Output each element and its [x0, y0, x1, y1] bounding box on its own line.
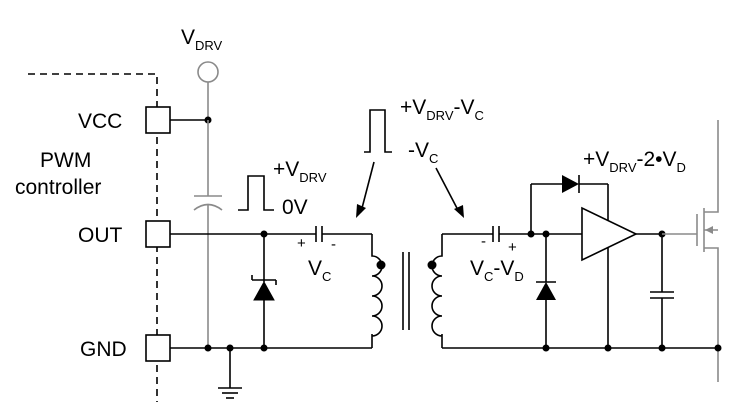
pulse-waveform-primary: [238, 175, 274, 211]
gnd-pin: [145, 334, 171, 362]
clamp-diode: [536, 282, 556, 300]
cap-secondary-voltage-label: VC-VD: [470, 257, 524, 284]
gate-driver-buffer: [581, 206, 638, 262]
bootstrap-diode: [562, 175, 579, 193]
primary-polarity-dot: [376, 260, 386, 270]
driver-supply-label: +VDRV-2•VD: [583, 148, 686, 175]
pulse-primary-low-label: 0V: [282, 196, 308, 219]
transformer-primary-coil: [371, 254, 383, 337]
pulse-primary-high-label: +VDRV: [273, 158, 327, 185]
zener-diode: [253, 280, 275, 301]
gnd-label: GND: [80, 338, 127, 361]
cap-primary-plus: +: [297, 235, 306, 252]
pulse-transformer-low-label: -VC: [408, 139, 438, 166]
cap-primary-voltage-label: VC: [308, 257, 331, 284]
cap-secondary-minus: -: [481, 233, 486, 250]
out-pin: [145, 220, 171, 248]
pulse-transformer-high-label: +VDRV-VC: [400, 96, 484, 123]
vdrv-supply-label: VDRV: [181, 26, 223, 53]
pulse-waveform-transformer: [364, 109, 392, 153]
vcc-label: VCC: [78, 110, 122, 133]
controller-title-line2: controller: [15, 176, 101, 199]
controller-boundary: [28, 73, 158, 402]
controller-title-line1: PWM: [40, 149, 91, 172]
supply-terminal: [197, 61, 219, 83]
arrow-to-secondary: [435, 167, 460, 213]
cap-primary-minus: -: [331, 236, 336, 253]
vcc-pin: [145, 106, 171, 134]
cap-secondary-plus: +: [508, 239, 517, 256]
out-label: OUT: [78, 224, 123, 247]
arrow-to-primary: [360, 161, 375, 213]
transformer-secondary-coil: [431, 254, 443, 337]
